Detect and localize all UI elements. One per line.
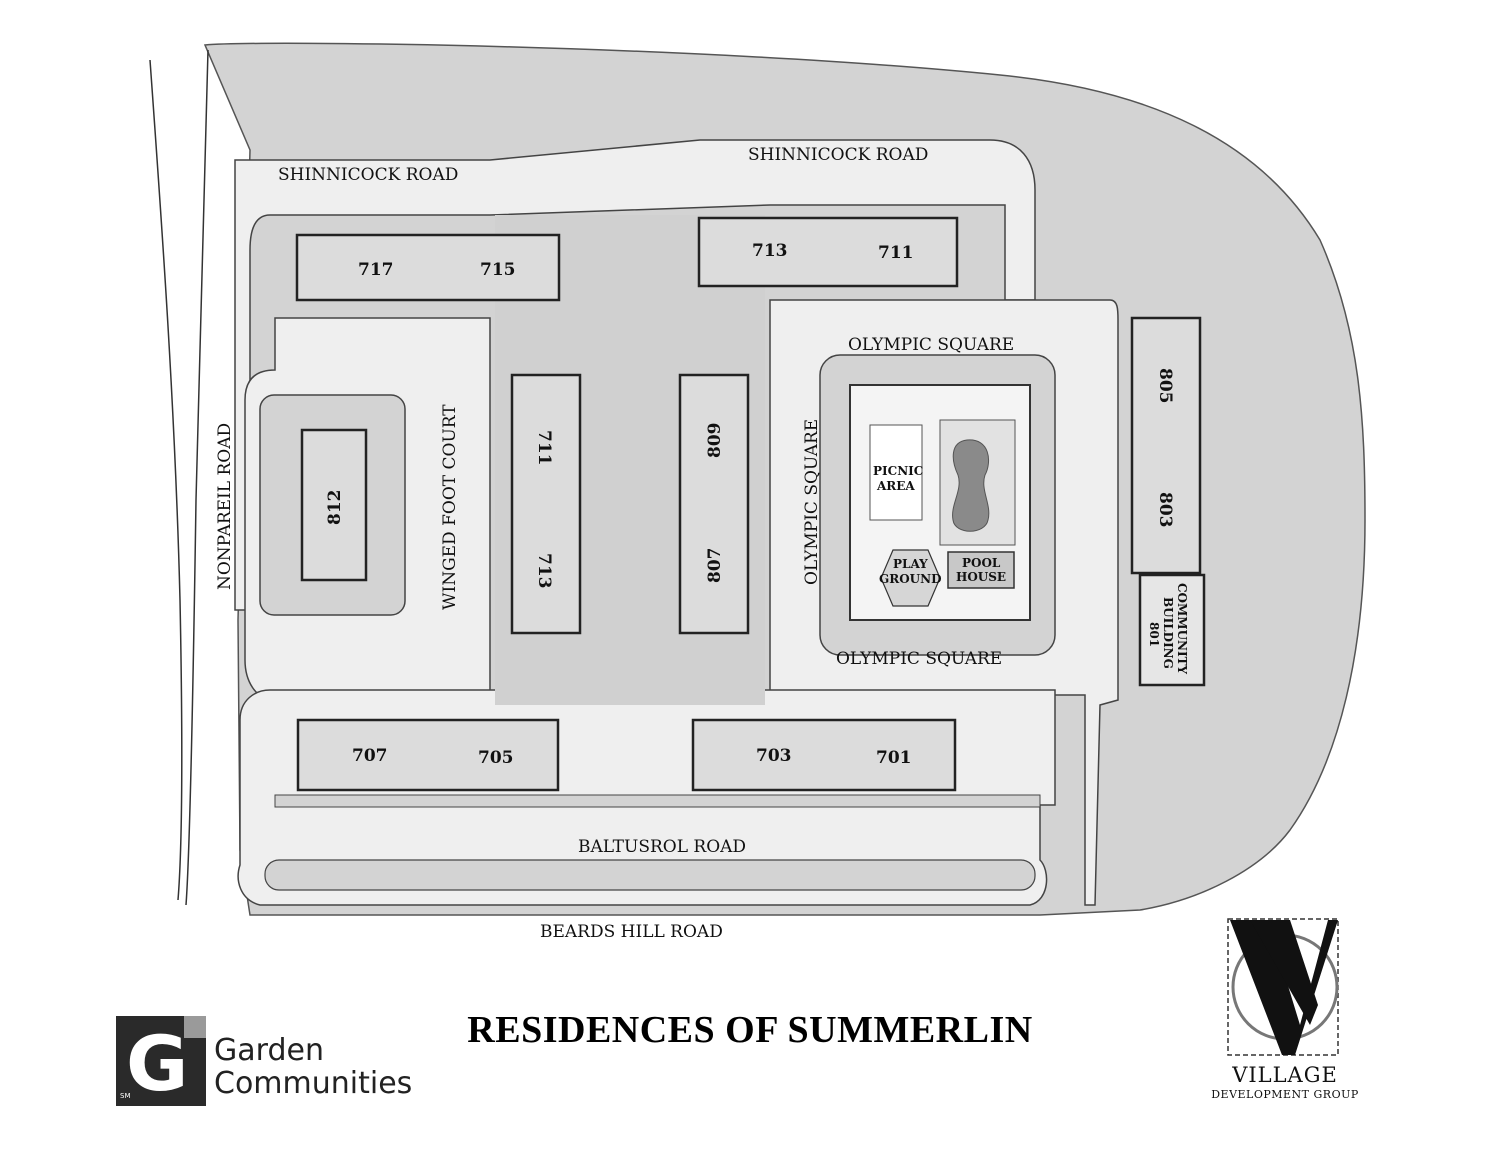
label-building-703: 703 — [756, 746, 792, 766]
label-beards-hill-road: BEARDS HILL ROAD — [540, 922, 723, 942]
building-707-705 — [296, 718, 560, 792]
label-play: PLAY — [893, 557, 928, 571]
label-ground: GROUND — [879, 572, 942, 586]
label-pool: POOL — [962, 556, 1001, 570]
label-building-717: 717 — [358, 260, 394, 280]
pool-house — [947, 551, 1015, 589]
label-area: AREA — [876, 479, 915, 493]
swimming-pool — [952, 439, 990, 532]
fence-line — [149, 59, 183, 901]
picnic-area — [869, 424, 923, 521]
label-house: HOUSE — [956, 570, 1006, 584]
label-building-707: 707 — [352, 746, 388, 766]
baltusrol-median — [264, 859, 1036, 891]
playground — [880, 549, 941, 607]
village-subtitle: DEVELOPMENT GROUP — [1211, 1088, 1359, 1101]
building-809-807 — [678, 373, 750, 635]
village-development-logo: VILLAGE DEVELOPMENT GROUP — [1190, 915, 1380, 1110]
building-713-711-north — [697, 216, 959, 288]
label-building-711-north: 711 — [878, 243, 914, 263]
label-building: BUILDING — [1161, 597, 1175, 669]
garden-g-icon: G — [116, 1016, 206, 1106]
label-shinnicock-road-west: SHINNICOCK ROAD — [278, 165, 458, 185]
label-shinnicock-road-east: SHINNICOCK ROAD — [748, 145, 928, 165]
baltusrol-strip — [274, 794, 1041, 808]
building-812 — [300, 428, 368, 582]
community-building-801 — [1138, 573, 1206, 687]
garden-line1: Garden — [214, 1033, 324, 1068]
building-805-803 — [1130, 316, 1202, 575]
label-nonpareil-road: NONPAREIL ROAD — [215, 423, 235, 590]
label-building-803: 803 — [1155, 492, 1175, 528]
label-olympic-square-south: OLYMPIC SQUARE — [836, 649, 1002, 669]
label-winged-foot-court: WINGED FOOT COURT — [440, 404, 460, 610]
village-v-icon — [1227, 918, 1339, 1056]
label-building-713-west: 713 — [534, 553, 554, 589]
label-olympic-square-north: OLYMPIC SQUARE — [848, 335, 1014, 355]
label-building-805: 805 — [1155, 368, 1175, 404]
building-703-701 — [691, 718, 957, 792]
garden-sm-mark: SM — [120, 1092, 131, 1100]
label-picnic: PICNIC — [873, 464, 923, 478]
village-name: VILLAGE — [1232, 1063, 1338, 1087]
label-baltusrol-road: BALTUSROL ROAD — [578, 837, 746, 857]
label-building-801: 801 — [1147, 622, 1161, 647]
label-building-715: 715 — [480, 260, 516, 280]
label-building-713-north: 713 — [752, 241, 788, 261]
garden-g-letter: G — [126, 1019, 188, 1106]
label-building-812: 812 — [325, 490, 345, 526]
fence-line-2 — [185, 49, 209, 906]
label-building-807: 807 — [705, 548, 725, 584]
garden-communities-text: Garden Communities — [214, 1034, 412, 1100]
label-building-701: 701 — [876, 748, 912, 768]
garden-line2: Communities — [214, 1066, 413, 1101]
label-building-705: 705 — [478, 748, 514, 768]
building-711-713-west — [510, 373, 582, 635]
garden-communities-logo: G SM Garden Communities — [116, 1016, 436, 1108]
building-717-715 — [295, 233, 561, 302]
label-olympic-square-west: OLYMPIC SQUARE — [802, 419, 822, 585]
site-title: RESIDENCES OF SUMMERLIN — [467, 1009, 1033, 1051]
label-community: COMMUNITY — [1175, 583, 1189, 675]
label-building-711-west: 711 — [534, 430, 554, 466]
label-building-809: 809 — [705, 423, 725, 459]
